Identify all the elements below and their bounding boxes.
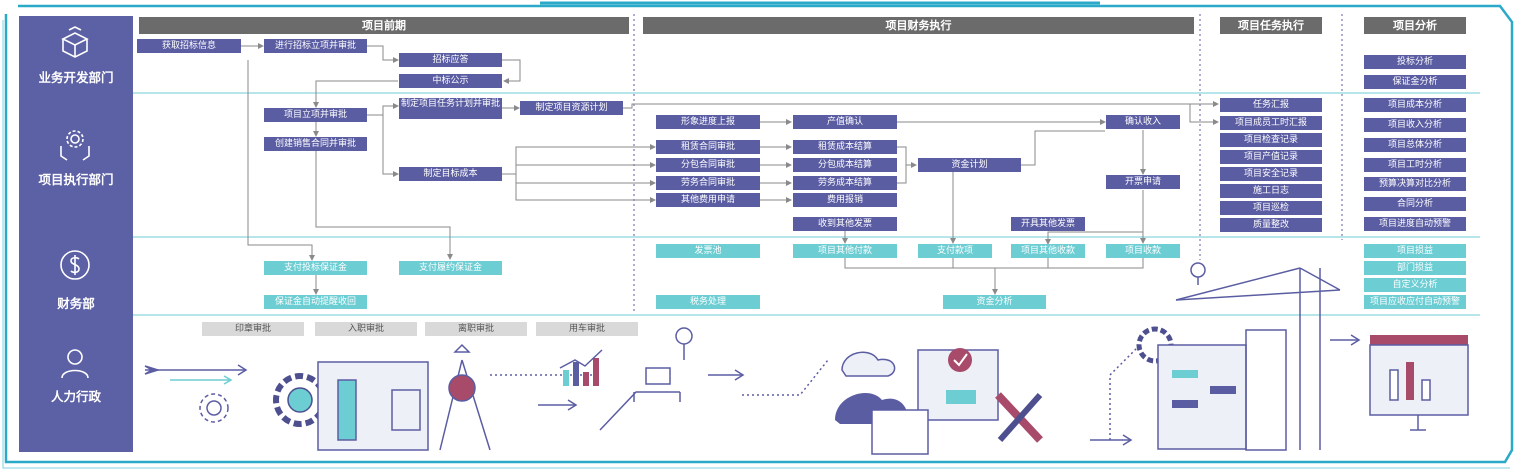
analysis-item[interactable]: 部门损益 — [1364, 261, 1466, 275]
node-sub-settle[interactable]: 分包成本结算 — [793, 158, 897, 172]
analysis-item[interactable]: 项目总体分析 — [1364, 138, 1466, 152]
node-bid-approval[interactable]: 进行招标立项并审批 — [264, 39, 367, 53]
analysis-item[interactable]: 项目进度自动预警 — [1364, 217, 1466, 231]
analysis-item[interactable]: 自定义分析 — [1364, 278, 1466, 292]
node-receive-invoice[interactable]: 收到其他发票 — [793, 217, 897, 231]
node-lease-settle[interactable]: 租赁成本结算 — [793, 140, 897, 154]
lane-label-fin: 财务部 — [57, 296, 95, 311]
task-item[interactable]: 任务汇报 — [1220, 98, 1322, 112]
task-item[interactable]: 项目成员工时汇报 — [1220, 116, 1322, 130]
department-lane-column — [19, 16, 133, 452]
analysis-item[interactable]: 合同分析 — [1364, 197, 1466, 211]
gear-hands-icon — [60, 130, 90, 161]
node-other-payment[interactable]: 项目其他付款 — [793, 244, 897, 258]
node-task-plan[interactable]: 制定项目任务计划并审批 — [399, 98, 502, 119]
node-get-bid-info[interactable]: 获取招标信息 — [137, 39, 241, 53]
analysis-item[interactable]: 项目成本分析 — [1364, 98, 1466, 112]
dollar-icon — [60, 250, 90, 280]
header-finance: 项目财务执行 — [643, 17, 1194, 34]
analysis-item[interactable]: 项目收入分析 — [1364, 118, 1466, 132]
task-item[interactable]: 项目巡检 — [1220, 201, 1322, 215]
header-pre: 项目前期 — [139, 17, 629, 34]
lane-label-biz: 业务开发部门 — [38, 70, 114, 85]
analysis-item[interactable]: 预算决算对比分析 — [1364, 177, 1466, 191]
node-target-cost[interactable]: 制定目标成本 — [399, 167, 502, 181]
analysis-item[interactable]: 保证金分析 — [1364, 75, 1466, 89]
analysis-item[interactable]: 项目工时分析 — [1364, 158, 1466, 172]
node-deposit-recovery[interactable]: 保证金自动提醒收回 — [264, 295, 367, 309]
node-invoice-apply[interactable]: 开票申请 — [1106, 175, 1180, 189]
hr-item[interactable]: 入职审批 — [315, 322, 417, 336]
task-item[interactable]: 项目产值记录 — [1220, 150, 1322, 164]
lane-label-hr: 人力行政 — [50, 389, 101, 404]
node-fund-analysis[interactable]: 资金分析 — [943, 295, 1046, 309]
node-income-confirm[interactable]: 确认收入 — [1106, 115, 1180, 129]
node-win-notice[interactable]: 中标公示 — [399, 74, 502, 88]
node-other-receipt[interactable]: 项目其他收款 — [1011, 244, 1085, 258]
node-other-expense[interactable]: 其他费用申请 — [656, 193, 760, 207]
node-output-confirm[interactable]: 产值确认 — [793, 115, 897, 129]
node-project-approval[interactable]: 项目立项并审批 — [264, 108, 367, 122]
node-pay-bid-deposit[interactable]: 支付投标保证金 — [264, 261, 367, 275]
node-expense-reimburse[interactable]: 费用报销 — [793, 193, 897, 207]
node-pay-funds[interactable]: 支付款项 — [918, 244, 992, 258]
node-resource-plan[interactable]: 制定项目资源计划 — [520, 101, 623, 115]
node-tax[interactable]: 税务处理 — [656, 295, 760, 309]
task-item[interactable]: 质量整改 — [1220, 218, 1322, 232]
node-project-receipt[interactable]: 项目收款 — [1106, 244, 1180, 258]
header-task: 项目任务执行 — [1220, 17, 1322, 34]
task-item[interactable]: 施工日志 — [1220, 184, 1322, 198]
node-labor-contract[interactable]: 劳务合同审批 — [656, 176, 760, 190]
node-issue-invoice[interactable]: 开具其他发票 — [1011, 217, 1085, 231]
node-sub-contract[interactable]: 分包合同审批 — [656, 158, 760, 172]
analysis-item[interactable]: 项目损益 — [1364, 244, 1466, 258]
node-labor-settle[interactable]: 劳务成本结算 — [793, 176, 897, 190]
task-item[interactable]: 项目检查记录 — [1220, 133, 1322, 147]
node-bid-response[interactable]: 招标应答 — [399, 53, 502, 67]
analysis-item[interactable]: 投标分析 — [1364, 55, 1466, 69]
node-lease-contract[interactable]: 租赁合同审批 — [656, 140, 760, 154]
node-fund-plan[interactable]: 资金计划 — [918, 158, 1021, 172]
box-icon — [61, 26, 89, 58]
node-sales-contract[interactable]: 创建销售合同并审批 — [264, 137, 367, 151]
node-pay-perf-deposit[interactable]: 支付履约保证金 — [399, 261, 502, 275]
hr-item[interactable]: 离职审批 — [425, 322, 527, 336]
node-progress-report[interactable]: 形象进度上报 — [656, 115, 760, 129]
analysis-item[interactable]: 项目应收应付自动预警 — [1364, 295, 1466, 309]
node-invoice-pool[interactable]: 发票池 — [656, 244, 760, 258]
person-icon — [61, 349, 89, 379]
hr-item[interactable]: 用车审批 — [536, 322, 638, 336]
header-analysis: 项目分析 — [1364, 17, 1466, 34]
hr-item[interactable]: 印章审批 — [202, 322, 304, 336]
task-item[interactable]: 项目安全记录 — [1220, 167, 1322, 181]
lane-label-exec: 项目执行部门 — [38, 172, 114, 187]
